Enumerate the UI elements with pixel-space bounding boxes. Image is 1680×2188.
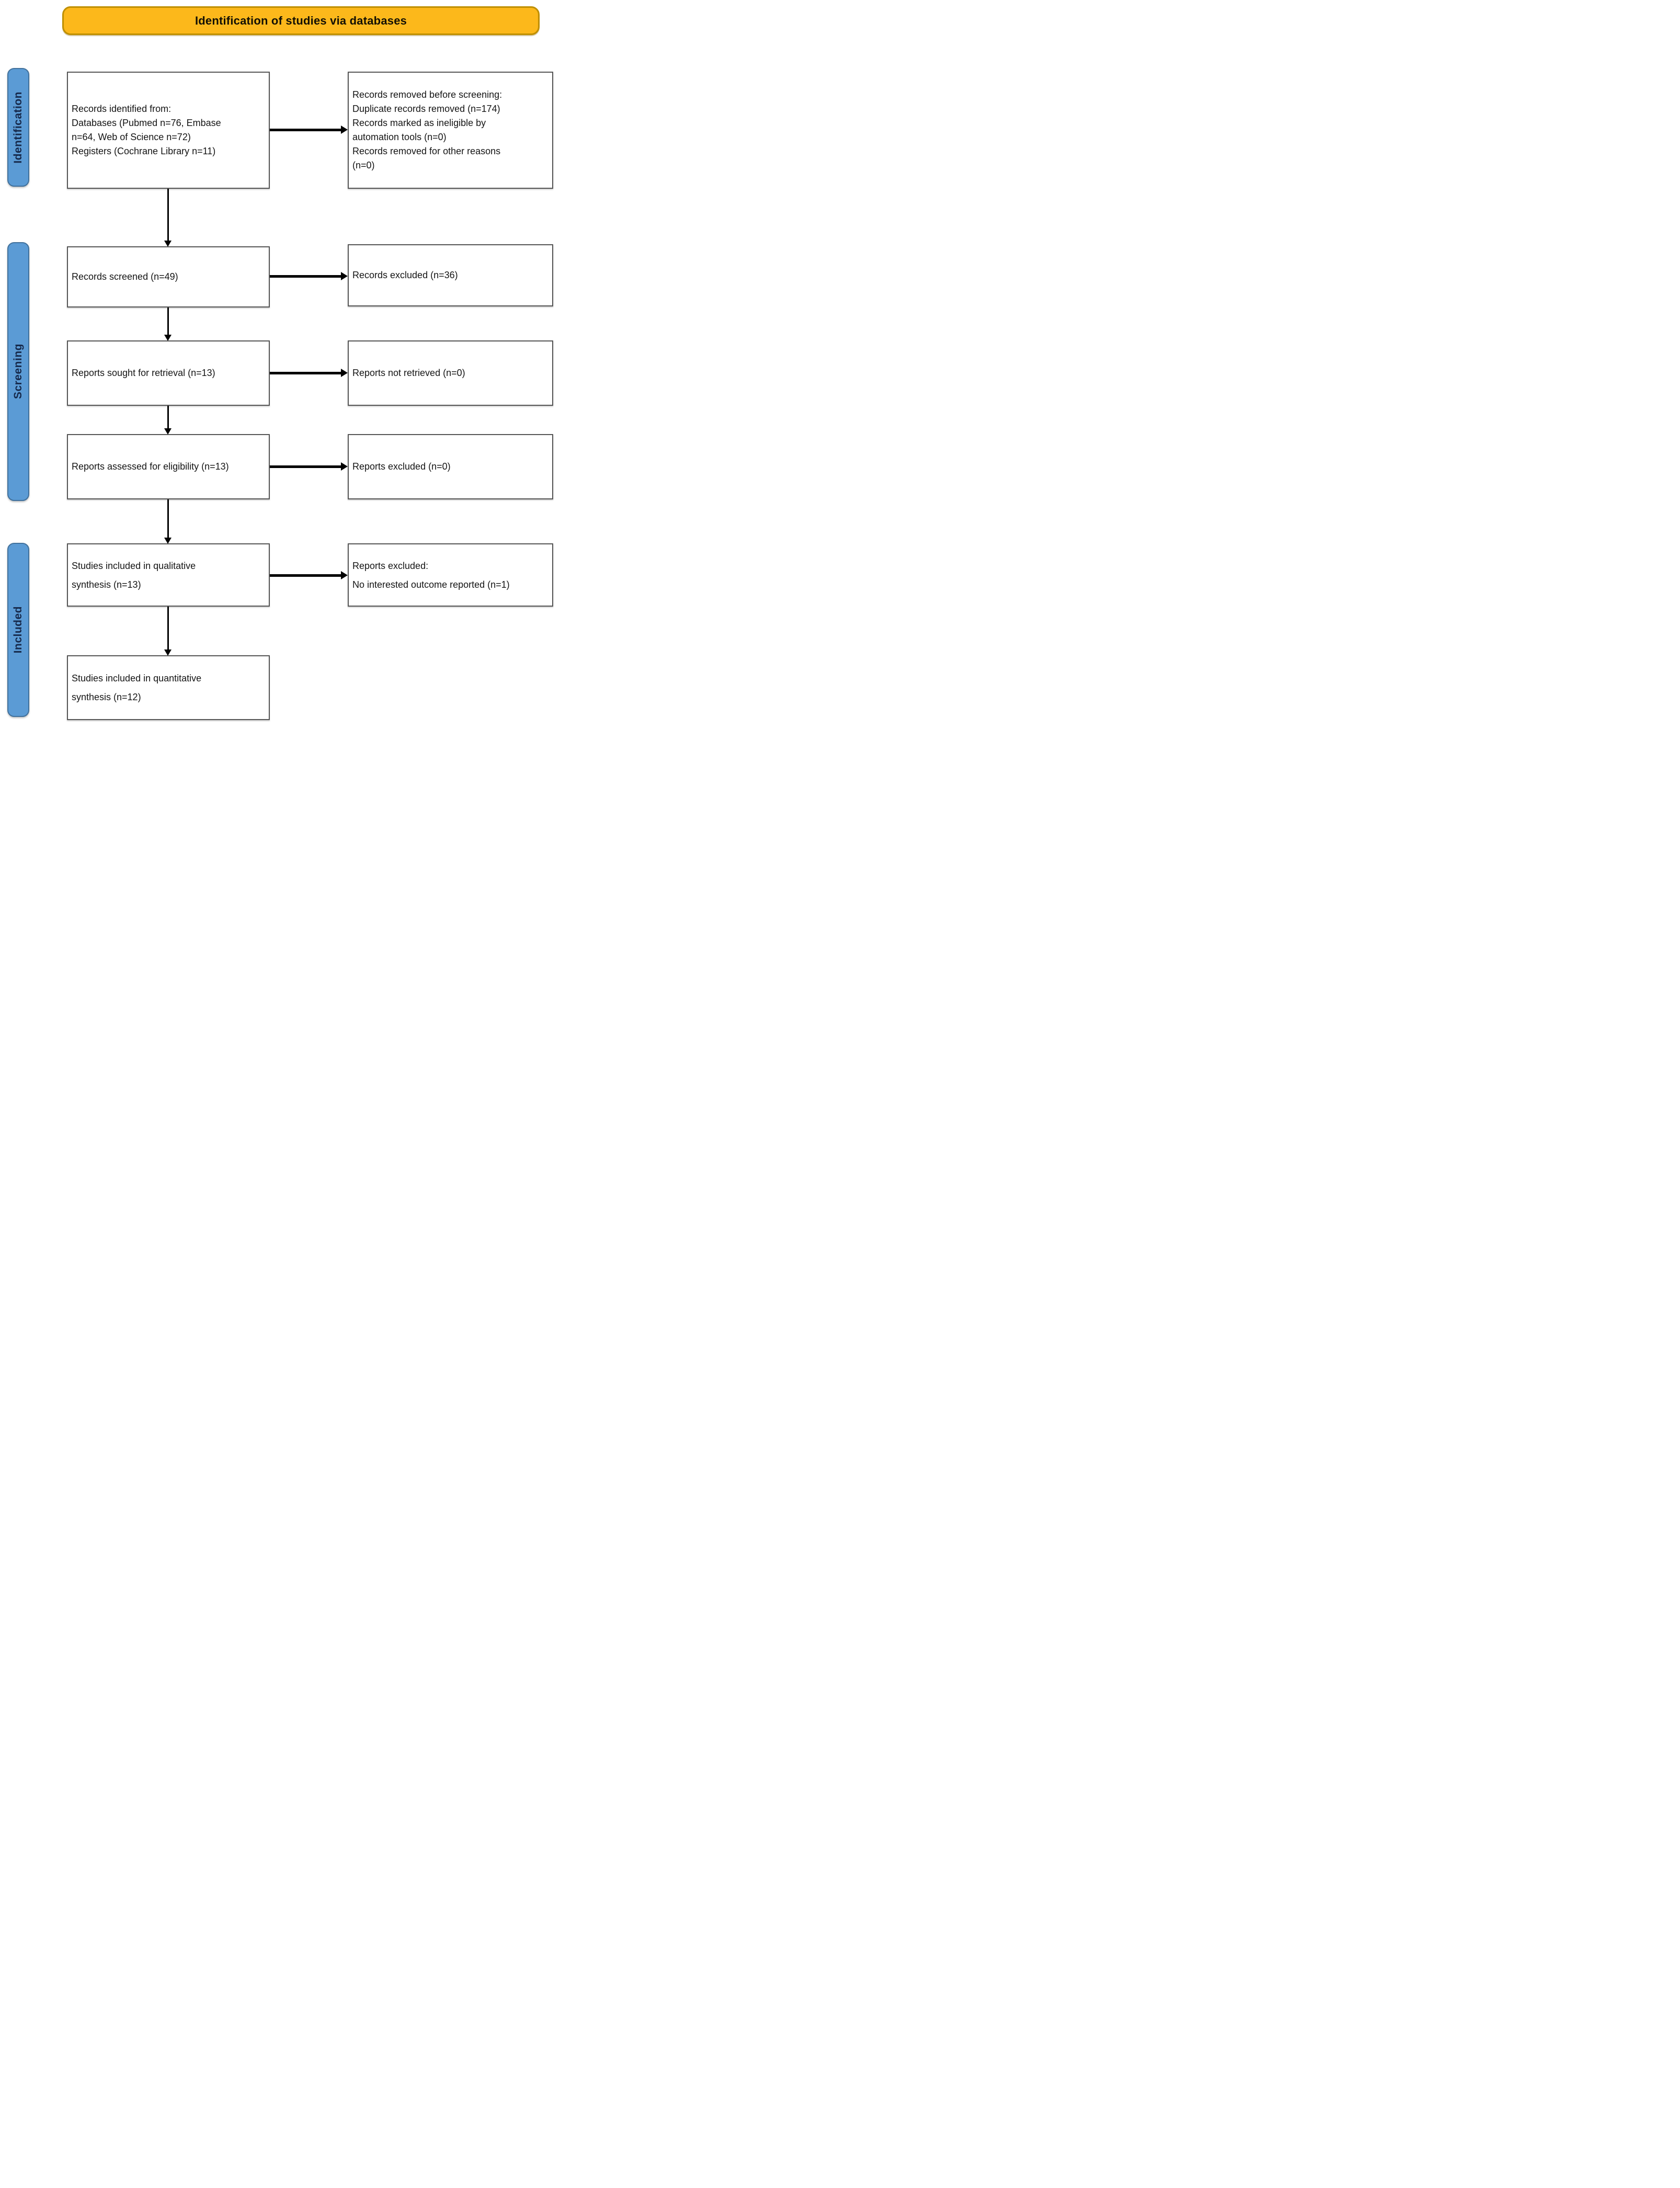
box-quantitative-synthesis: Studies included in quantitative synthes… bbox=[67, 655, 270, 720]
arrow-shaft bbox=[270, 465, 341, 468]
arrow-shaft bbox=[167, 307, 169, 335]
arrow-sought-to-not-retrieved bbox=[270, 369, 348, 377]
arrow-qualitative-to-excluded-outcome bbox=[270, 571, 348, 579]
arrow-assessed-to-qualitative bbox=[164, 499, 172, 544]
arrowhead-right-icon bbox=[341, 571, 348, 579]
stage-label-screening: Screening bbox=[12, 344, 24, 400]
stage-bar-identification: Identification bbox=[7, 68, 29, 187]
stage-bar-screening: Screening bbox=[7, 242, 29, 501]
arrow-shaft bbox=[270, 128, 341, 131]
box-records-excluded: Records excluded (n=36) bbox=[348, 244, 553, 306]
arrowhead-right-icon bbox=[341, 462, 348, 471]
box-reports-sought: Reports sought for retrieval (n=13) bbox=[67, 340, 270, 406]
arrowhead-down-icon bbox=[164, 335, 172, 341]
arrowhead-down-icon bbox=[164, 241, 172, 247]
arrowhead-right-icon bbox=[341, 126, 348, 134]
box-reports-excluded: Reports excluded (n=0) bbox=[348, 434, 553, 499]
arrow-shaft bbox=[270, 371, 341, 374]
box-reports-excluded-outcome: Reports excluded: No interested outcome … bbox=[348, 543, 553, 607]
banner-title: Identification of studies via databases bbox=[195, 14, 407, 27]
arrow-shaft bbox=[270, 574, 341, 577]
arrowhead-right-icon bbox=[341, 369, 348, 377]
arrow-shaft bbox=[167, 499, 169, 538]
stage-bar-included: Included bbox=[7, 543, 29, 717]
arrow-identified-to-screened bbox=[164, 189, 172, 247]
box-records-screened: Records screened (n=49) bbox=[67, 246, 270, 307]
box-records-identified: Records identified from: Databases (Pubm… bbox=[67, 72, 270, 189]
arrowhead-down-icon bbox=[164, 428, 172, 435]
stage-label-included: Included bbox=[12, 606, 24, 654]
arrowhead-right-icon bbox=[341, 272, 348, 280]
arrowhead-down-icon bbox=[164, 538, 172, 544]
arrow-assessed-to-excluded bbox=[270, 462, 348, 471]
stage-label-identification: Identification bbox=[12, 91, 24, 164]
arrow-sought-to-assessed bbox=[164, 406, 172, 435]
arrow-shaft bbox=[167, 189, 169, 241]
arrow-identified-to-removed bbox=[270, 126, 348, 134]
arrow-shaft bbox=[167, 607, 169, 650]
arrow-shaft bbox=[270, 275, 341, 278]
arrow-screened-to-excluded bbox=[270, 272, 348, 280]
prisma-flow-diagram: Identification of studies via databases … bbox=[0, 0, 560, 730]
box-records-removed: Records removed before screening: Duplic… bbox=[348, 72, 553, 189]
box-reports-not-retrieved: Reports not retrieved (n=0) bbox=[348, 340, 553, 406]
banner-identification: Identification of studies via databases bbox=[62, 6, 540, 35]
arrowhead-down-icon bbox=[164, 649, 172, 656]
arrow-screened-to-sought bbox=[164, 307, 172, 341]
box-qualitative-synthesis: Studies included in qualitative synthesi… bbox=[67, 543, 270, 607]
arrow-shaft bbox=[167, 406, 169, 429]
box-reports-assessed: Reports assessed for eligibility (n=13) bbox=[67, 434, 270, 499]
arrow-qualitative-to-quantitative bbox=[164, 607, 172, 656]
